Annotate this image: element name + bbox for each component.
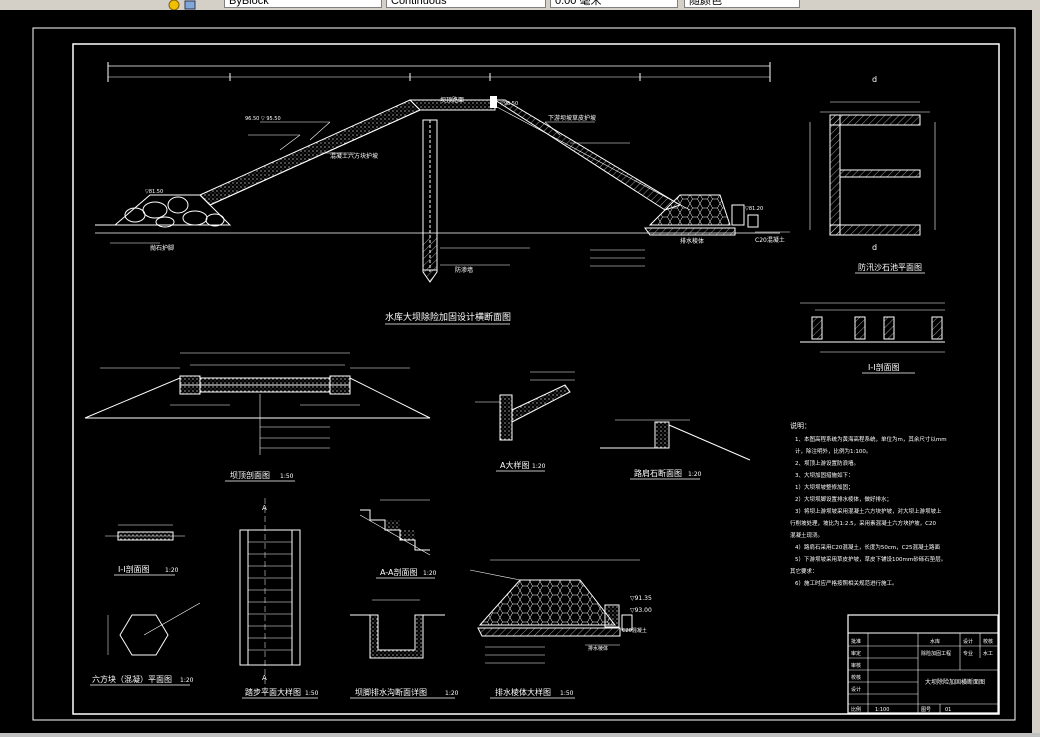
svg-text:1:50: 1:50 — [560, 690, 574, 697]
svg-text:1:50: 1:50 — [305, 690, 319, 697]
svg-text:设计: 设计 — [851, 686, 861, 693]
svg-text:专业: 专业 — [963, 650, 973, 657]
svg-text:审定: 审定 — [851, 650, 861, 657]
svg-text:设计: 设计 — [963, 638, 973, 645]
layer-color-icon[interactable] — [168, 0, 180, 10]
svg-text:1:20: 1:20 — [445, 690, 459, 697]
svg-text:C20混凝土: C20混凝土 — [622, 627, 647, 634]
note-line: 3）将坝上游坝坡采用混凝土六方块护坡，对大坝上游坝坡上 — [795, 507, 942, 515]
svg-text:1:20: 1:20 — [423, 570, 437, 577]
stair-section: A-A剖面图 1:20 — [359, 499, 437, 579]
note-line: 6）施工时应严格按照相关规范进行施工。 — [795, 579, 898, 587]
svg-text:01: 01 — [945, 707, 951, 713]
toe-title: 排水棱体大样图 — [495, 687, 551, 697]
section-11: I-I剖面图 — [800, 302, 945, 374]
drain-channel: 坝脚排水沟断面详图 1:20 — [350, 599, 459, 699]
crest-section: 坝顶剖面图 1:50 — [84, 352, 431, 482]
note-line: 5）下游坝坡采用草皮护坡，草皮下铺设100mm砂砾石垫层。 — [795, 555, 946, 563]
note-line: 4）路肩石采用C20混凝土，长度为50cm，C25混凝土路面 — [795, 543, 941, 551]
svg-text:C20混凝土: C20混凝土 — [755, 236, 785, 244]
svg-text:A: A — [262, 504, 267, 512]
svg-text:1:20: 1:20 — [165, 567, 179, 574]
svg-text:1:20: 1:20 — [532, 463, 546, 470]
sheet-border-outer — [32, 27, 1016, 721]
svg-text:d: d — [872, 75, 877, 84]
vertical-scrollbar[interactable] — [1032, 10, 1040, 733]
note-line: 混凝土现浇。 — [790, 531, 823, 539]
svg-text:坝顶路面: 坝顶路面 — [440, 96, 464, 104]
small-11-title: I-I剖面图 — [118, 564, 150, 574]
hexagon-title: 六方块（混凝）平面图 — [92, 674, 172, 684]
note-line: 1）大坝坝坡整修加固； — [795, 483, 854, 491]
svg-text:1:50: 1:50 — [280, 473, 294, 480]
svg-text:防渗墙: 防渗墙 — [455, 266, 473, 274]
notes-block: 说明： 1、本图高程系统为黄海高程系统，单位为m，其余尺寸以mm 计，除注明外，… — [790, 421, 947, 587]
flood-wall-title: 防汛沙石池平面图 — [858, 262, 922, 272]
detail-a: A大样图 1:20 — [475, 371, 575, 472]
svg-text:▽93.00: ▽93.00 — [630, 607, 652, 614]
note-line: 3、大坝加固措施如下： — [795, 471, 854, 479]
note-line: 行削坡处理，坡比为1:2.5，采用素混凝土六方块护坡，C20 — [790, 519, 936, 527]
svg-text:水工: 水工 — [983, 650, 993, 657]
layer-manager-icon[interactable] — [184, 0, 196, 10]
title-block: 批准 水库 设计 校核 审定 除险加固工程 专业 水工 审核 校核 大坝除险加固… — [847, 614, 999, 714]
svg-text:排水棱体: 排水棱体 — [680, 237, 704, 245]
drawing-canvas[interactable]: 96.50 ▽ 95.50 混凝土六方块护坡 下游坝坡草皮护坡 坝顶路面 抛石护… — [0, 10, 1032, 733]
curb-title: 路肩石断面图 — [634, 468, 682, 478]
svg-text:▽81.20: ▽81.20 — [745, 206, 763, 212]
svg-text:校核: 校核 — [983, 638, 993, 645]
lineweight-dropdown[interactable]: 0.00 毫米 — [550, 0, 678, 8]
notes-heading: 说明： — [790, 421, 811, 430]
svg-text:校核: 校核 — [851, 674, 861, 681]
small-section-11: I-I剖面图 1:20 — [105, 524, 185, 576]
curb-stone: 路肩石断面图 1:20 — [600, 419, 751, 480]
svg-text:A: A — [262, 674, 267, 682]
svg-text:下游坝坡草皮护坡: 下游坝坡草皮护坡 — [548, 114, 596, 122]
toe-drain-detail: ▽91.35 ▽93.00 C20混凝土 排水棱体 排水棱体大样图 1:50 — [469, 559, 652, 699]
svg-text:除险加固工程: 除险加固工程 — [921, 650, 951, 657]
main-dam-section: 96.50 ▽ 95.50 混凝土六方块护坡 下游坝坡草皮护坡 坝顶路面 抛石护… — [95, 62, 790, 325]
detail-a-title: A大样图 — [500, 460, 529, 470]
svg-text:大坝除险加固横断面图: 大坝除险加固横断面图 — [925, 678, 985, 686]
svg-text:比例: 比例 — [851, 706, 861, 713]
note-line: 2）大坝坝脚设置排水棱体，做好排水； — [795, 495, 892, 503]
plotstyle-dropdown[interactable]: 随颜色 — [684, 0, 800, 8]
drain-body — [644, 194, 759, 236]
color-dropdown[interactable]: ByBlock — [224, 0, 382, 8]
svg-text:1:20: 1:20 — [688, 471, 702, 478]
svg-text:1:20: 1:20 — [180, 677, 194, 684]
upstream-riprap — [95, 194, 232, 228]
drain-title: 坝脚排水沟断面详图 — [355, 687, 427, 697]
note-line: 计，除注明外，比例为1:100。 — [795, 447, 871, 455]
steps-title: 踏步平面大样图 — [245, 687, 301, 697]
svg-text:排水棱体: 排水棱体 — [588, 645, 608, 652]
svg-text:审核: 审核 — [851, 662, 861, 669]
svg-text:96.50 ▽ 95.50: 96.50 ▽ 95.50 — [245, 116, 281, 122]
svg-text:抛石护脚: 抛石护脚 — [150, 244, 174, 252]
hexagon-plan: 六方块（混凝）平面图 1:20 — [90, 602, 201, 686]
flood-wall-plan: d d 防汛沙石池平面图 — [809, 75, 936, 274]
svg-text:批准: 批准 — [851, 638, 861, 645]
note-line: 其它要求： — [790, 567, 818, 575]
section-11-title: I-I剖面图 — [868, 362, 900, 372]
main-section-title: 水库大坝除险加固设计横断面图 — [385, 311, 511, 323]
crest-section-title: 坝顶剖面图 — [230, 470, 270, 480]
svg-text:混凝土六方块护坡: 混凝土六方块护坡 — [330, 152, 378, 160]
svg-text:▽91.35: ▽91.35 — [630, 595, 652, 602]
steps-plan: A A 踏步平面大样图 1:50 — [239, 498, 319, 699]
note-line: 2、坝顶上游设置防浪墙。 — [795, 459, 859, 467]
svg-text:▽96.50: ▽96.50 — [500, 101, 518, 107]
svg-text:▽81.50: ▽81.50 — [145, 189, 163, 195]
note-line: 1、本图高程系统为黄海高程系统，单位为m，其余尺寸以mm — [795, 435, 947, 443]
linetype-dropdown[interactable]: Continuous — [386, 0, 546, 8]
sheet-border-inner — [72, 43, 1000, 715]
svg-text:d: d — [872, 243, 877, 252]
svg-text:水库: 水库 — [930, 638, 940, 645]
svg-text:图号: 图号 — [921, 707, 931, 713]
svg-text:1:100: 1:100 — [875, 707, 889, 713]
stair-section-title: A-A剖面图 — [380, 567, 417, 577]
